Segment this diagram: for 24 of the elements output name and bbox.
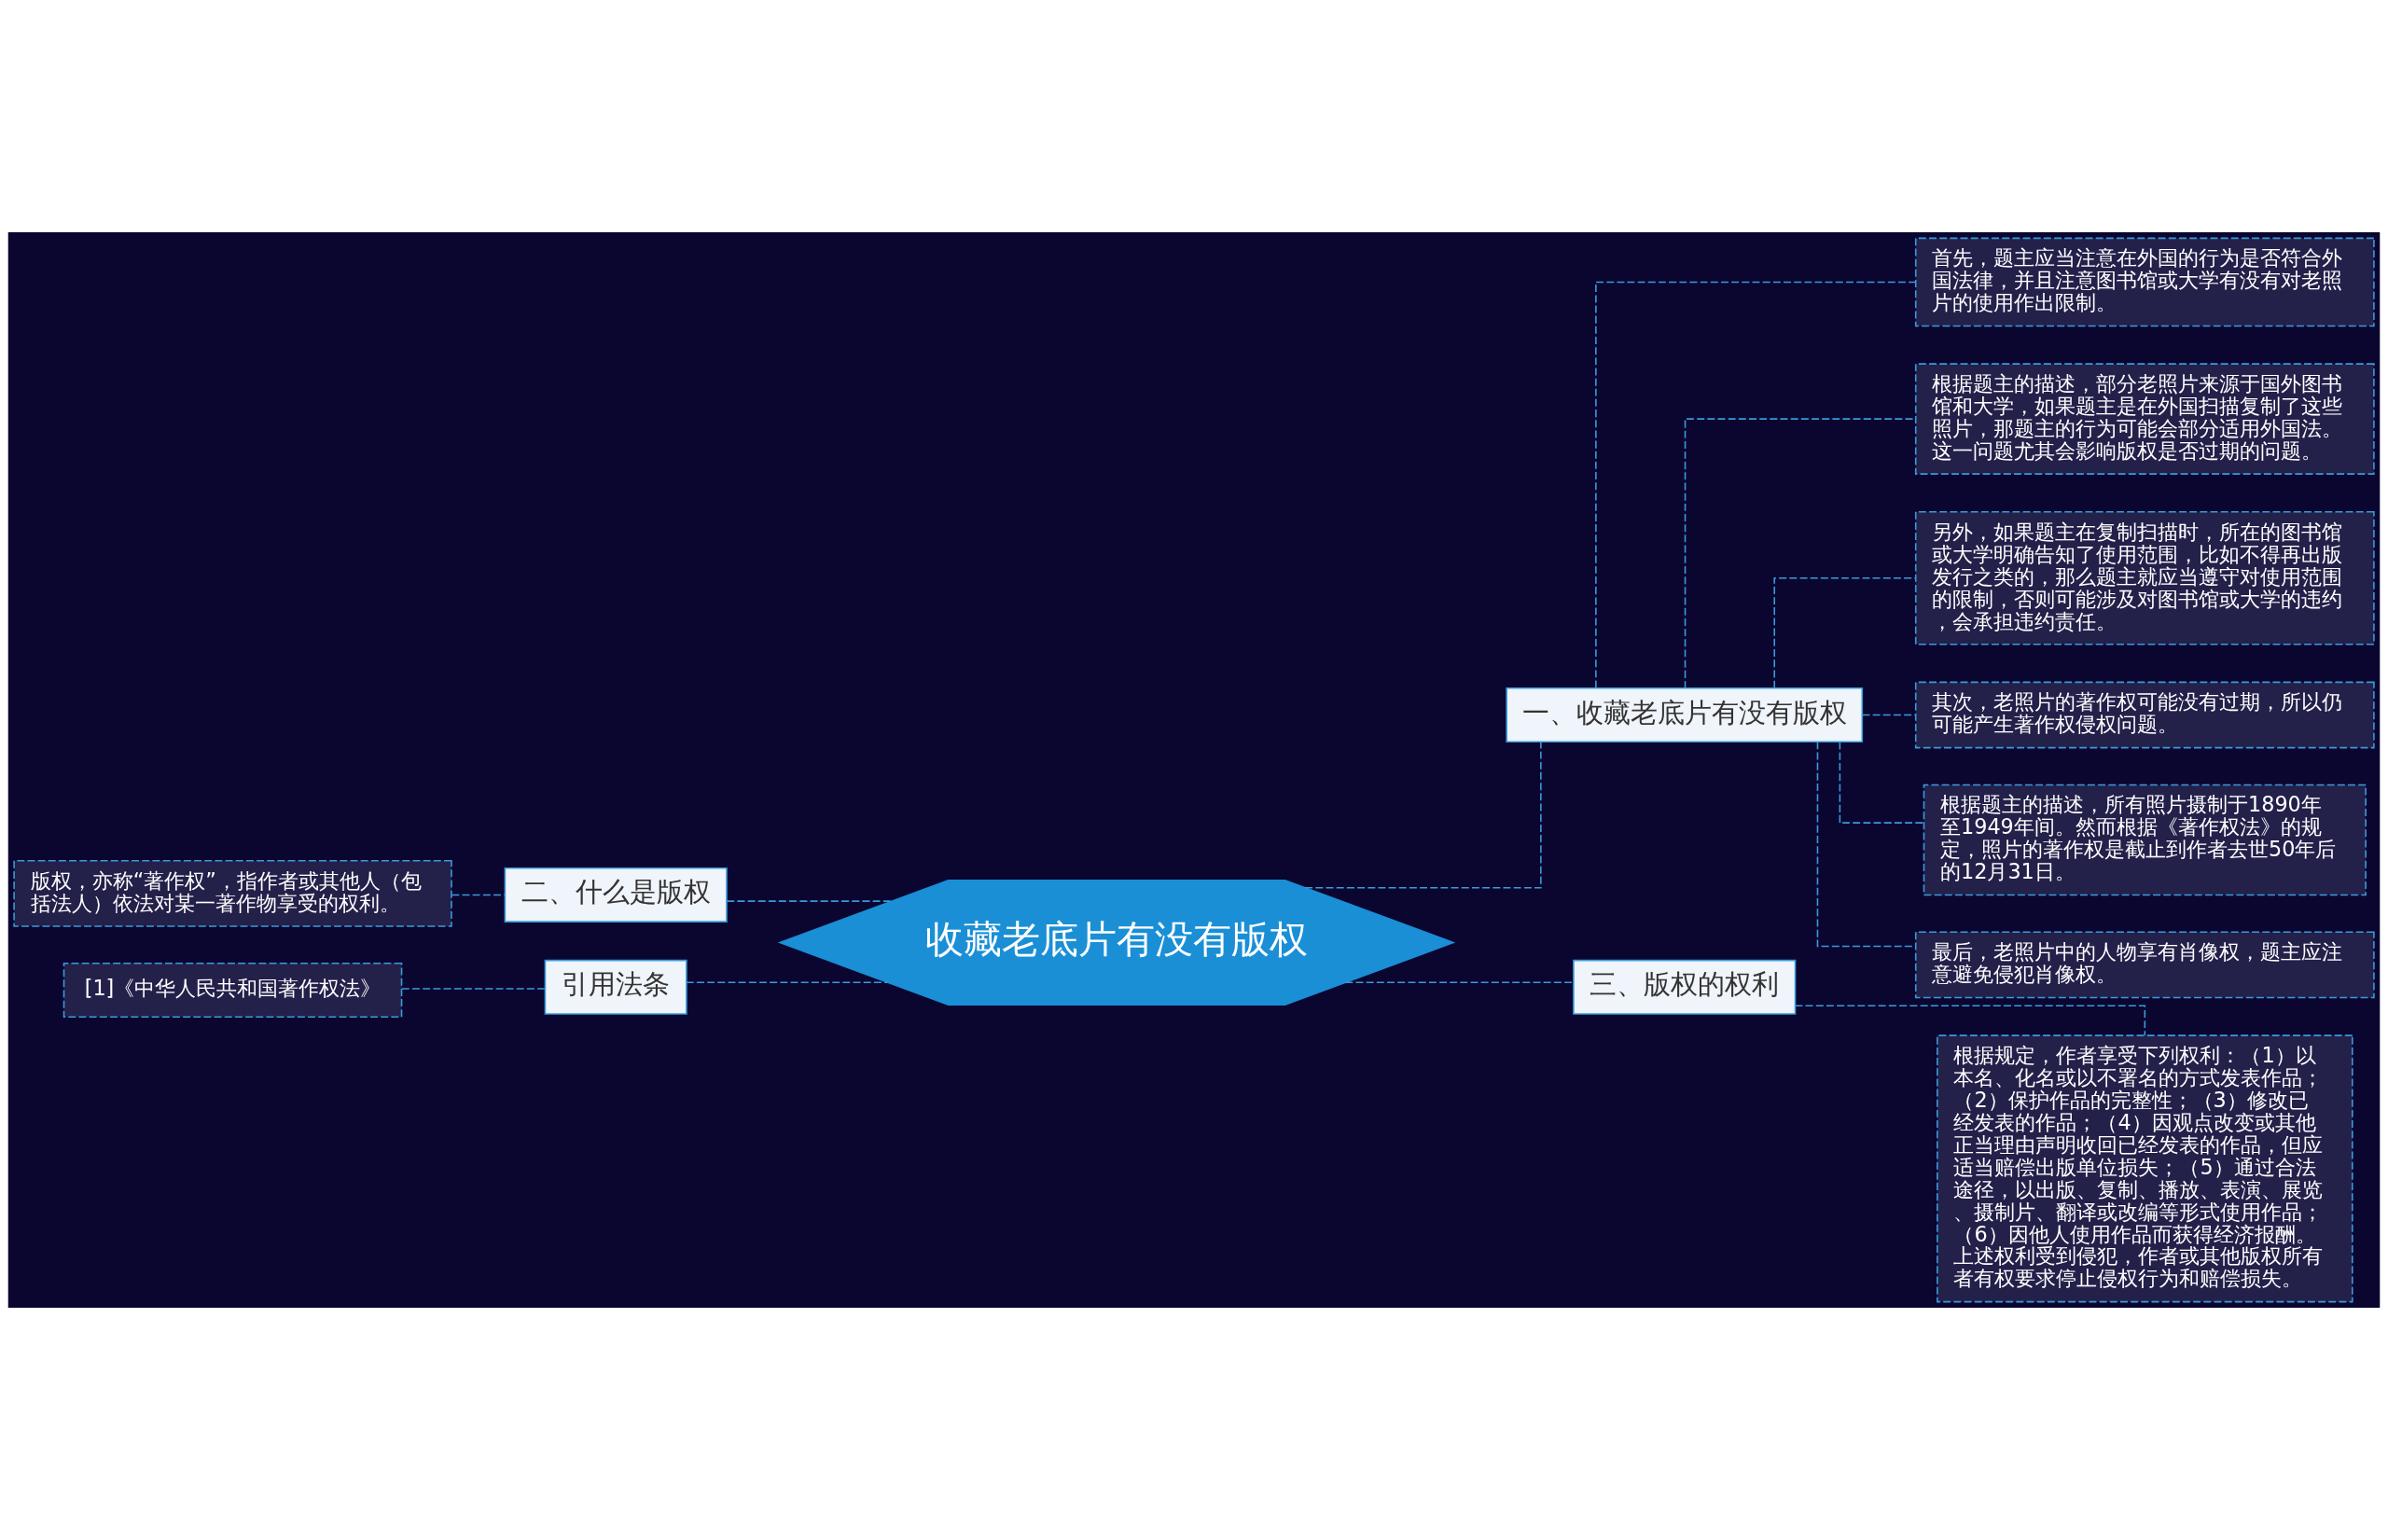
node-box: 其次，老照片的著作权可能没有过期，所以仍可能产生著作权侵权问题。 (1914, 681, 2375, 749)
node-box: 根据题主的描述，部分老照片来源于国外图书馆和大学，如果题主是在外国扫描复制了这些照片，那题主的行为可能会部分适用外国法。这一问题尤其会影响版权是否过期的问题。 (1914, 363, 2375, 475)
connector (1344, 981, 1575, 984)
node-box: 首先，题主应当注意在外国的行为是否符合外国法律，并且注意图书馆或大学有没有对老照片的使用作出限制。 (1914, 237, 2375, 327)
node-box: 二、什么是版权 (504, 867, 728, 923)
connector (1861, 714, 1917, 716)
connector (686, 981, 889, 984)
node-box: 三、版权的权利 (1573, 959, 1797, 1015)
connector (726, 900, 893, 902)
node-box: 引用法条 (544, 959, 687, 1015)
node-box: 另外，如果题主在复制扫描时，所在的图书馆或大学明确告知了使用范围，比如不得再出版发行之类的，那么题主就应当遵守对使用范围的限制，否则可能涉及对图书馆或大学的违约，会承担违约责任。 (1914, 511, 2375, 645)
node-box: [1]《中华人民共和国著作权法》 (62, 963, 403, 1019)
node-box: 最后，老照片中的人物享有肖像权，题主应注意避免侵犯肖像权。 (1914, 931, 2375, 999)
node-box: 版权，亦称“著作权”，指作者或其他人（包括法人）依法对某一著作物享受的权利。 (13, 860, 452, 927)
node-box: 根据规定，作者享受下列权利：（1）以本名、化名或以不署名的方式发表作品；（2）保护作品的完整性；（3）修改已经发表的作品；（4）因观点改变或其他正当理由声明收回已经发表的作品，但应适当赔偿出版单位损失；（5）通过合法途径，以出版、复制、播放、表演、展览、摄制片、翻译或改编等形式使用作品；（6）因他人使用作品而获得经济报酬。上述权利受到侵犯，作者或其他版权所有者有权要求停止侵权行为和赔偿损失。 (1937, 1034, 2353, 1303)
connector (401, 988, 546, 990)
node-box: 一、收藏老底片有没有版权 (1506, 687, 1864, 742)
connector (1684, 418, 1917, 689)
connector (1304, 741, 1542, 889)
connector (1839, 741, 1924, 824)
connector (1595, 281, 1917, 689)
connector (1773, 577, 1917, 689)
connector (451, 894, 506, 896)
node-box: 根据题主的描述，所有照片摄制于1890年至1949年间。然而根据《著作权法》的规定，照片的著作权是截止到作者去世50年后的12月31日。 (1923, 784, 2367, 896)
